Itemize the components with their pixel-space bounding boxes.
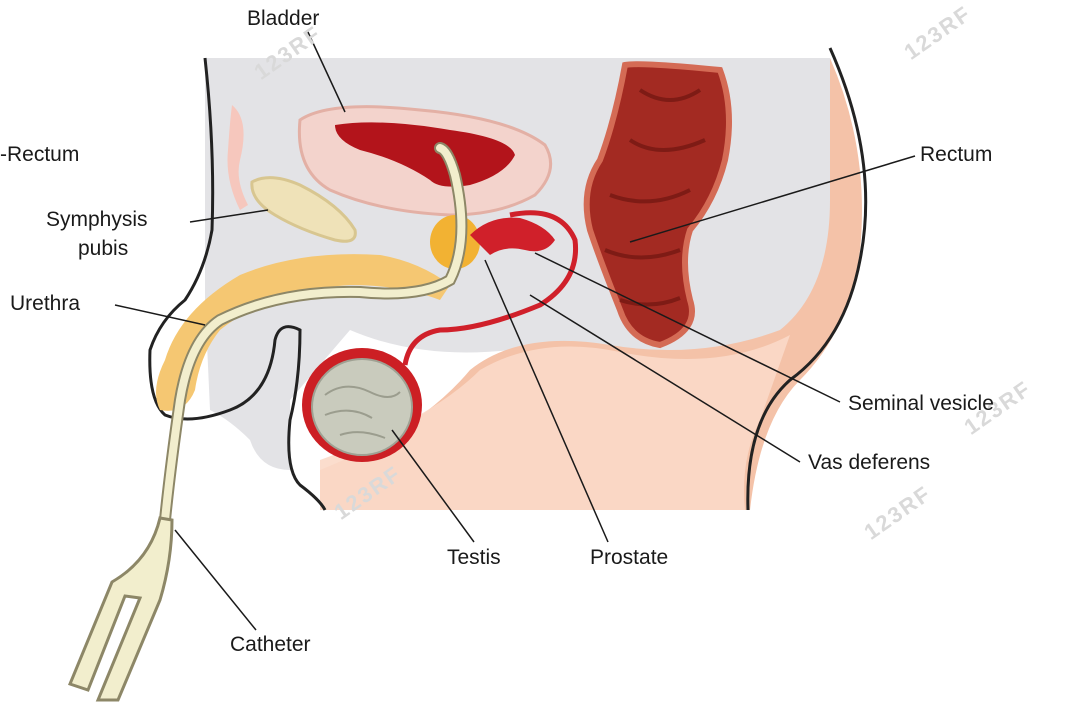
label-prostate: Prostate [590,546,668,570]
leader-catheter [175,530,256,630]
testis-body [312,359,412,455]
label-testis: Testis [447,546,501,570]
label-urethra: Urethra [10,292,80,316]
label-rectum-left: -Rectum [0,143,79,167]
label-rectum-right: Rectum [920,143,992,167]
label-bladder: Bladder [247,7,319,31]
label-vas-deferens: Vas deferens [808,451,930,475]
catheter-y-connector [70,518,172,700]
label-rectum-left-text: Rectum [7,143,79,166]
label-catheter: Catheter [230,633,311,657]
label-symphysis: Symphysis [46,208,148,232]
label-pubis: pubis [78,237,128,261]
label-seminal-vesicle: Seminal vesicle [848,392,994,416]
